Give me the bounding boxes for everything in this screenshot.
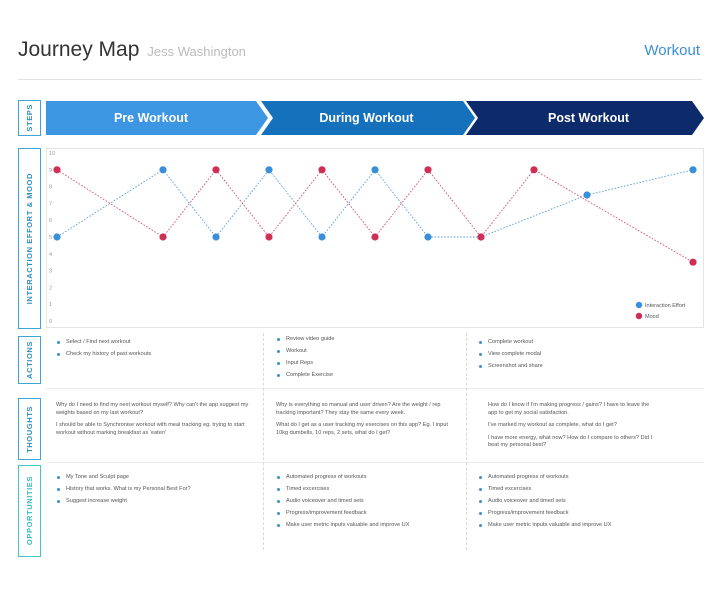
data-point [159, 166, 167, 174]
data-point [583, 191, 591, 199]
y-tick-label: 5 [49, 235, 52, 241]
opportunity-item: Make user metric inputs valuable and imp… [276, 522, 426, 529]
actions-row-label: ACTIONS [18, 336, 41, 384]
opportunity-item: Timed excercises [276, 486, 426, 493]
opportunity-item: Audio voiceover and timed sets [276, 498, 426, 505]
data-point [530, 166, 538, 174]
action-item: Check my history of past workouts [56, 351, 256, 358]
effort-mood-row-label: INTERACTION EFFORT & MOOD [18, 148, 41, 329]
map-title: Journey Map [18, 38, 140, 61]
data-point [477, 233, 485, 241]
y-tick-label: 2 [49, 285, 52, 291]
header-divider [18, 79, 702, 80]
thoughts-post: How do I know if I'm making progress / g… [488, 402, 653, 455]
divider-actions-thoughts [46, 388, 704, 389]
opportunity-item: My Tone and Sculpt page [56, 474, 206, 481]
action-item: Review video guide [276, 336, 456, 343]
data-point [424, 233, 432, 241]
opportunity-item: Audio voiceover and timed sets [478, 498, 628, 505]
data-point [53, 166, 61, 174]
opportunity-item: Progress/improvement feedback [478, 510, 628, 517]
legend-label: Interaction Effort [645, 303, 686, 309]
steps-row: Pre Workout During Workout Post Workout [46, 101, 706, 135]
opportunity-item: Make user metric inputs valuable and imp… [478, 522, 628, 529]
data-point [424, 166, 432, 174]
step-during-workout: During Workout [319, 111, 414, 125]
action-item: Complete workout [478, 339, 678, 346]
y-tick-label: 0 [49, 319, 52, 325]
thought-text: I should be able to Synchronise workout … [56, 422, 245, 436]
column-divider-1 [263, 333, 264, 550]
data-point [265, 233, 273, 241]
legend-label: Mood [645, 314, 659, 320]
thought-text: I've marked my workout as complete, what… [488, 422, 617, 428]
opportunity-item: Timed excercises [478, 486, 628, 493]
opportunity-item: Suggest increase weight [56, 498, 206, 505]
thoughts-pre: Why do I need to find my next workout my… [56, 402, 256, 442]
y-tick-label: 1 [49, 302, 52, 308]
workout-label: Workout [644, 42, 700, 59]
action-item: Screenshot and share [478, 363, 678, 370]
data-point [689, 166, 697, 174]
divider-thoughts-opportunities [46, 462, 704, 463]
thought-text: I have more energy, what now? How do I c… [488, 434, 653, 449]
post-workout-arrow [466, 101, 704, 135]
action-item: Workout [276, 348, 456, 355]
thought-text: Why do I need to find my next workout my… [56, 402, 249, 416]
opportunity-item: Automated progress of workouts [276, 474, 426, 481]
pre-workout-arrow [46, 101, 268, 135]
data-point [53, 233, 61, 241]
data-point [689, 258, 697, 266]
steps-arrows [46, 101, 704, 135]
step-pre-workout: Pre Workout [113, 111, 189, 125]
steps-row-label: STEPS [18, 100, 41, 136]
data-point [371, 166, 379, 174]
y-tick-label: 3 [49, 269, 52, 275]
thoughts-row-label: THOUGHTS [18, 398, 41, 460]
opportunity-item: History that works. What is my Personal … [56, 486, 206, 493]
y-tick-label: 8 [49, 185, 52, 191]
y-tick-label: 7 [49, 201, 52, 207]
action-item: Input Reps [276, 360, 456, 367]
column-divider-2 [466, 333, 467, 550]
series-line [56, 169, 694, 263]
opportunity-item: Automated progress of workouts [478, 474, 628, 481]
thought-text: Why is everything so manual and user dri… [276, 402, 441, 416]
y-tick-label: 6 [49, 218, 52, 224]
opportunities-row-label: OPPORTUNITIES [18, 465, 41, 557]
opportunity-item: Progress/improvement feedback [276, 510, 426, 517]
y-tick-label: 9 [49, 168, 52, 174]
data-point [212, 233, 220, 241]
during-workout-arrow [261, 101, 475, 135]
y-tick-label: 4 [49, 252, 52, 258]
data-point [371, 233, 379, 241]
data-point [265, 166, 273, 174]
persona-name: Jess Washington [147, 44, 246, 59]
action-item: Complete Exercise [276, 372, 456, 379]
legend-swatch [635, 312, 643, 320]
data-point [318, 166, 326, 174]
action-item: Select / Find next workout [56, 339, 256, 346]
thought-text: What do I get as a user tracking my exer… [276, 422, 448, 436]
step-post-workout: Post Workout [547, 111, 630, 125]
series-line [56, 169, 694, 238]
legend-swatch [635, 301, 643, 309]
page-title: Journey Map Jess Washington [18, 38, 246, 62]
data-point [318, 233, 326, 241]
thoughts-during: Why is everything so manual and user dri… [276, 402, 456, 442]
y-tick-label: 10 [49, 151, 55, 157]
action-item: View complete modal [478, 351, 678, 358]
thought-text: How do I know if I'm making progress / g… [488, 402, 650, 416]
data-point [159, 233, 167, 241]
data-point [212, 166, 220, 174]
